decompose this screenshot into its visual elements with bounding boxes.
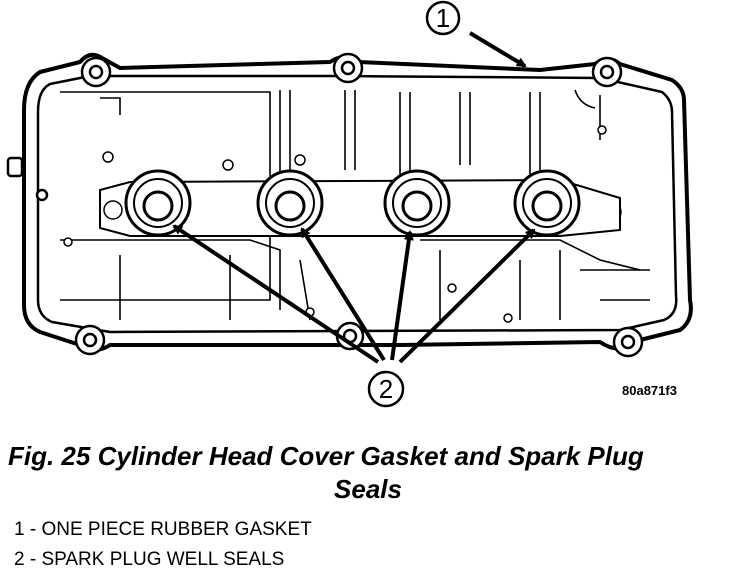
callout-leaders xyxy=(172,31,536,364)
leader-2a xyxy=(172,224,380,364)
reference-code: 80a871f3 xyxy=(622,383,677,398)
legend-item-1: 1 - ONE PIECE RUBBER GASKET xyxy=(14,519,312,540)
seal-4 xyxy=(513,169,581,237)
seal-1 xyxy=(103,169,192,237)
bolt-bosses xyxy=(6,52,644,358)
cylinder-head-cover-diagram: 1 2 80a871f3 xyxy=(6,0,693,408)
legend-item-2: 2 - SPARK PLUG WELL SEALS xyxy=(14,549,285,570)
seal-2 xyxy=(256,169,324,237)
figure-caption-line-2: Seals xyxy=(334,474,402,504)
callout-2-number: 2 xyxy=(379,374,393,404)
callout-1: 1 xyxy=(425,0,461,36)
seal-3 xyxy=(383,169,451,237)
figure-caption-line-1: Fig. 25 Cylinder Head Cover Gasket and S… xyxy=(8,441,644,471)
leader-2c xyxy=(390,230,414,361)
callout-1-number: 1 xyxy=(436,3,450,33)
spark-plug-well-seals xyxy=(103,169,581,237)
leader-1 xyxy=(468,31,527,68)
leader-2b xyxy=(300,227,386,362)
callout-2: 2 xyxy=(367,370,405,408)
leader-2d xyxy=(398,228,536,364)
